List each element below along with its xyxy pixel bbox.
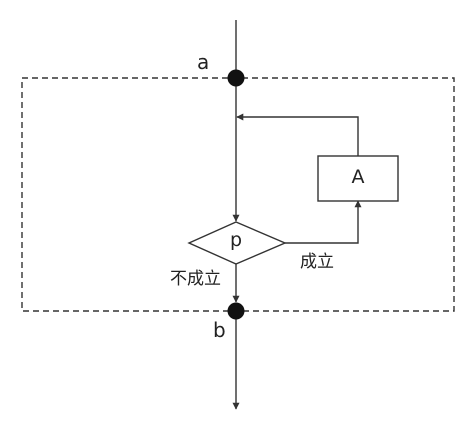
loop-back-connector (236, 113, 359, 156)
decision-label: p (229, 229, 243, 251)
process-box (317, 155, 399, 202)
exit-point-dot (227, 302, 245, 320)
true-branch-connector (285, 200, 362, 244)
exit-point-label: b (213, 318, 226, 342)
entry-point-dot (227, 69, 245, 87)
false-branch-label: 不成立 (170, 269, 221, 289)
entry-point-label: a (197, 50, 210, 74)
true-branch-label: 成立 (300, 252, 334, 272)
process-label: A (351, 166, 365, 188)
